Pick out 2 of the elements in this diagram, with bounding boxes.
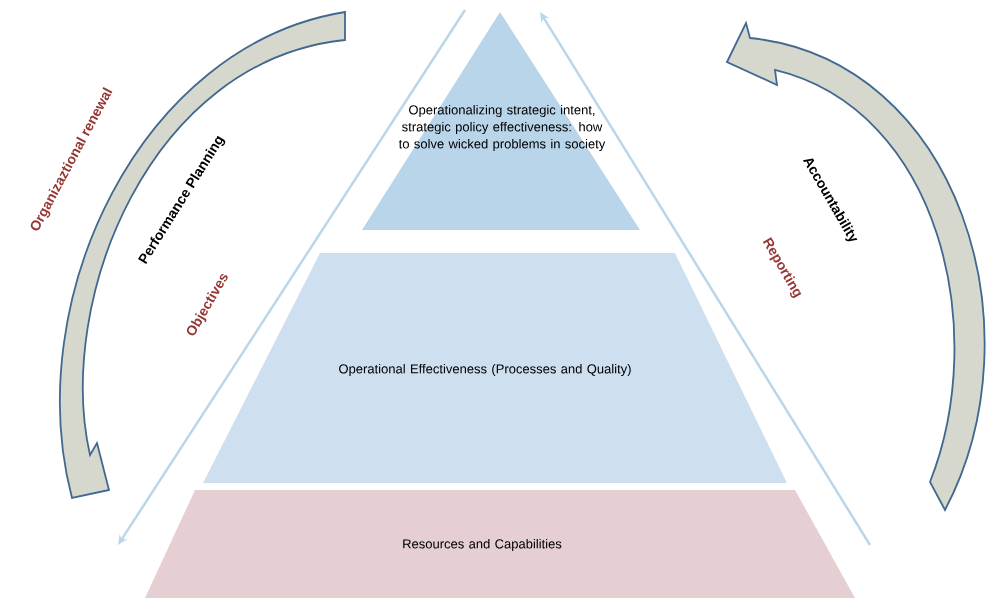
pyramid-level: Resources and Capabilities: [145, 490, 855, 598]
pyramid-level: Operationalizing strategic intent, strategic policy effectiveness: how to solve wicked problems in society: [362, 12, 640, 230]
